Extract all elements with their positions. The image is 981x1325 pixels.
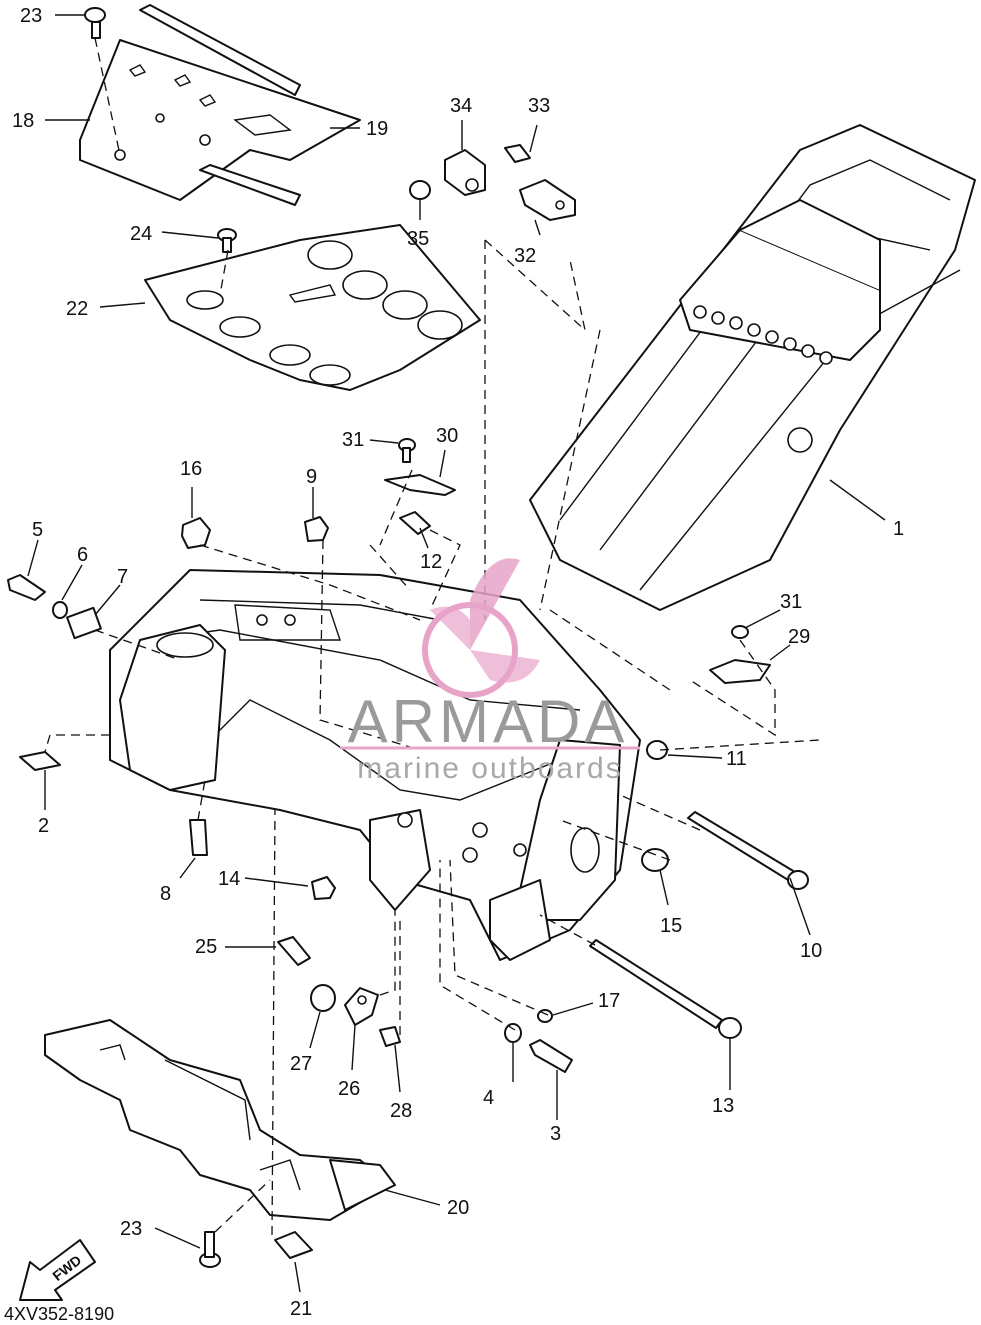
callout-34: 34 — [450, 95, 472, 117]
callout-31-top: 31 — [342, 429, 364, 451]
callout-27: 27 — [290, 1053, 312, 1075]
callout-13: 13 — [712, 1095, 734, 1117]
small-fasteners — [7, 438, 809, 1268]
bolt-23-top — [84, 7, 106, 39]
callout-28: 28 — [390, 1100, 412, 1122]
callout-3: 3 — [550, 1123, 561, 1145]
callout-6: 6 — [77, 544, 88, 566]
callout-16: 16 — [180, 458, 202, 480]
callout-7: 7 — [117, 566, 128, 588]
assembly-lines — [44, 37, 821, 1236]
callout-31-right: 31 — [780, 591, 802, 613]
callout-22: 22 — [66, 298, 88, 320]
callout-1: 1 — [893, 518, 904, 540]
callout-33: 33 — [528, 95, 550, 117]
callout-12: 12 — [420, 551, 442, 573]
callout-2: 2 — [38, 815, 49, 837]
callout-18: 18 — [12, 110, 34, 132]
callout-17: 17 — [598, 990, 620, 1012]
callout-8: 8 — [160, 883, 171, 905]
watermark-title: ARMADA — [348, 688, 629, 755]
bolt-24 — [217, 228, 237, 253]
callout-20: 20 — [447, 1197, 469, 1219]
callout-21: 21 — [290, 1298, 312, 1320]
callout-19: 19 — [366, 118, 388, 140]
callout-29: 29 — [788, 626, 810, 648]
callout-11: 11 — [726, 748, 747, 770]
callout-numbers: 1 2 3 4 5 6 7 8 9 10 11 12 13 14 15 16 1… — [12, 5, 904, 1320]
main-frame — [109, 124, 976, 961]
callout-15: 15 — [660, 915, 682, 937]
part-code: 4XV352-8190 — [4, 1304, 114, 1324]
callout-35: 35 — [407, 228, 429, 250]
callout-32: 32 — [514, 245, 536, 267]
callout-10: 10 — [800, 940, 822, 962]
callout-25: 25 — [195, 936, 217, 958]
callout-5: 5 — [32, 519, 43, 541]
callout-23-top: 23 — [20, 5, 42, 27]
leader-lines — [27, 14, 886, 1293]
callout-30: 30 — [436, 425, 458, 447]
bracket-32-34 — [409, 144, 576, 221]
watermark: ARMADA marine outboards — [340, 558, 640, 785]
fwd-arrow-icon: FWD — [19, 1239, 96, 1301]
callout-26: 26 — [338, 1078, 360, 1100]
watermark-subtitle: marine outboards — [357, 752, 622, 785]
plate-22 — [144, 224, 481, 391]
watermark-petal-icon — [470, 558, 520, 650]
callout-23-bottom: 23 — [120, 1218, 142, 1240]
lower-cover-20 — [44, 1019, 396, 1221]
callout-14: 14 — [218, 868, 240, 890]
callout-4: 4 — [483, 1087, 494, 1109]
under-cover-18 — [79, 4, 361, 206]
callout-9: 9 — [306, 466, 317, 488]
callout-24: 24 — [130, 223, 152, 245]
